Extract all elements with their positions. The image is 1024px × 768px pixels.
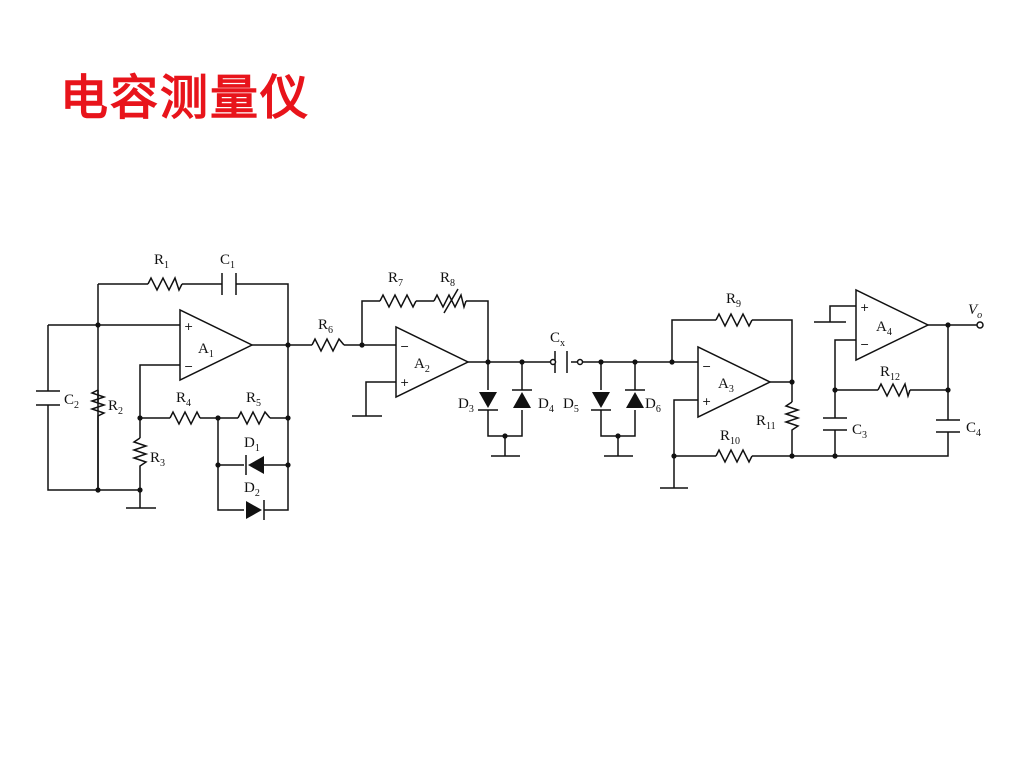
label-cx: Cx — [550, 330, 565, 349]
capacitor-c1 — [221, 273, 237, 295]
opamp-a4-minus: − — [860, 338, 869, 351]
diode-d5 — [591, 392, 611, 411]
resistor-r6 — [311, 337, 345, 353]
label-a3: A3 — [718, 376, 734, 395]
label-vo: Vo — [968, 302, 982, 321]
label-a4: A4 — [876, 319, 892, 338]
label-c3: C3 — [852, 422, 867, 441]
junction-dots — [95, 322, 951, 493]
opamp-a2-plus: + — [400, 376, 409, 389]
label-r10: R10 — [720, 428, 740, 447]
resistor-r5 — [237, 410, 271, 426]
variable-resistor-r8 — [433, 288, 467, 314]
label-r9: R9 — [726, 291, 741, 310]
label-r1: R1 — [154, 252, 169, 271]
label-r7: R7 — [388, 270, 403, 289]
label-d4: D4 — [538, 396, 554, 415]
resistor-r10 — [715, 448, 753, 464]
label-d6: D6 — [645, 396, 661, 415]
opamp-a2 — [395, 325, 470, 399]
diode-d1 — [245, 455, 264, 475]
diode-d6 — [625, 389, 645, 408]
label-r8: R8 — [440, 270, 455, 289]
capacitor-cx — [540, 351, 584, 373]
label-r5: R5 — [246, 390, 261, 409]
output-terminal — [976, 321, 984, 329]
label-d5: D5 — [563, 396, 579, 415]
stage-a1-wiring — [47, 283, 312, 511]
label-a2: A2 — [414, 356, 430, 375]
diode-d2 — [246, 500, 265, 520]
capacitor-c2 — [36, 390, 60, 406]
capacitor-c3 — [823, 417, 847, 431]
opamp-a3-minus: − — [702, 360, 711, 373]
diode-d4 — [512, 389, 532, 408]
resistor-r2 — [89, 389, 107, 490]
opamp-a3 — [697, 345, 772, 419]
label-r4: R4 — [176, 390, 191, 409]
label-c1: C1 — [220, 252, 235, 271]
resistor-r7 — [379, 293, 417, 309]
label-r3: R3 — [150, 450, 165, 469]
page-title: 电容测量仪 — [60, 70, 311, 126]
opamp-a4 — [855, 288, 930, 362]
opamp-a1-minus: − — [184, 360, 193, 373]
resistor-r12 — [877, 381, 911, 399]
resistor-r3 — [131, 437, 149, 470]
label-r11: R11 — [756, 413, 776, 432]
label-d2: D2 — [244, 480, 260, 499]
stage-a3-wiring — [660, 319, 835, 489]
label-c4: C4 — [966, 420, 981, 439]
label-d3: D3 — [458, 396, 474, 415]
diode-d3 — [478, 392, 498, 411]
opamp-a1-plus: + — [184, 320, 193, 333]
label-a1: A1 — [198, 341, 214, 360]
label-r2: R2 — [108, 398, 123, 417]
opamp-a3-plus: + — [702, 395, 711, 408]
diode-clamp-d5-d6-wiring — [583, 361, 698, 457]
label-r6: R6 — [318, 317, 333, 336]
stage-a2-wiring — [344, 300, 540, 417]
opamp-a1 — [179, 308, 254, 382]
resistor-r11 — [783, 401, 801, 432]
opamp-a4-plus: + — [860, 301, 869, 314]
label-c2: C2 — [64, 392, 79, 411]
resistor-r1 — [147, 276, 183, 292]
diode-clamp-d3-d4-wiring — [487, 362, 523, 457]
label-r12: R12 — [880, 364, 900, 383]
resistor-r4 — [169, 410, 201, 426]
resistor-r9 — [715, 312, 753, 328]
opamp-a2-minus: − — [400, 340, 409, 353]
capacitor-c4 — [936, 419, 960, 433]
label-d1: D1 — [244, 435, 260, 454]
